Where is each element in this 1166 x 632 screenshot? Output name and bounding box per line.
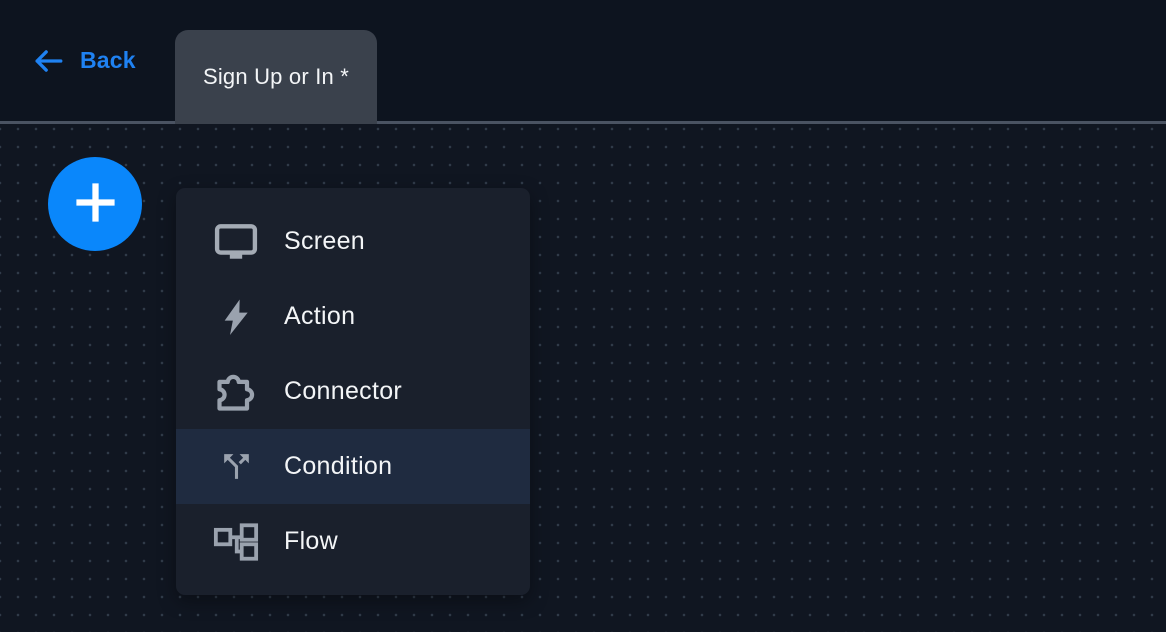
back-button[interactable]: Back [33,0,136,121]
tab-title: Sign Up or In * [202,64,350,89]
add-node-menu: Screen Action Connector Condition [176,188,530,595]
menu-item-label: Action [284,302,356,330]
menu-item-label: Flow [284,527,338,555]
menu-item-condition[interactable]: Condition [176,429,530,504]
plus-icon [72,179,119,229]
flowchart-icon [210,522,262,561]
tab-sign-up-or-in[interactable]: Sign Up or In * [175,30,377,124]
menu-item-action[interactable]: Action [176,279,530,354]
header-divider [0,121,1166,124]
add-node-button[interactable] [48,157,142,251]
monitor-icon [210,222,262,262]
menu-item-flow[interactable]: Flow [176,504,530,579]
lightning-bolt-icon [210,297,262,337]
top-bar: Back Sign Up or In * [0,0,1166,124]
menu-item-label: Screen [284,227,366,255]
menu-item-label: Connector [284,377,403,405]
menu-item-label: Condition [284,452,393,480]
back-label: Back [80,47,136,73]
menu-item-connector[interactable]: Connector [176,354,530,429]
arrow-left-icon [33,48,64,74]
flow-canvas[interactable] [0,124,1166,632]
puzzle-piece-icon [210,370,262,414]
split-arrows-icon [210,448,262,485]
menu-item-screen[interactable]: Screen [176,204,530,279]
